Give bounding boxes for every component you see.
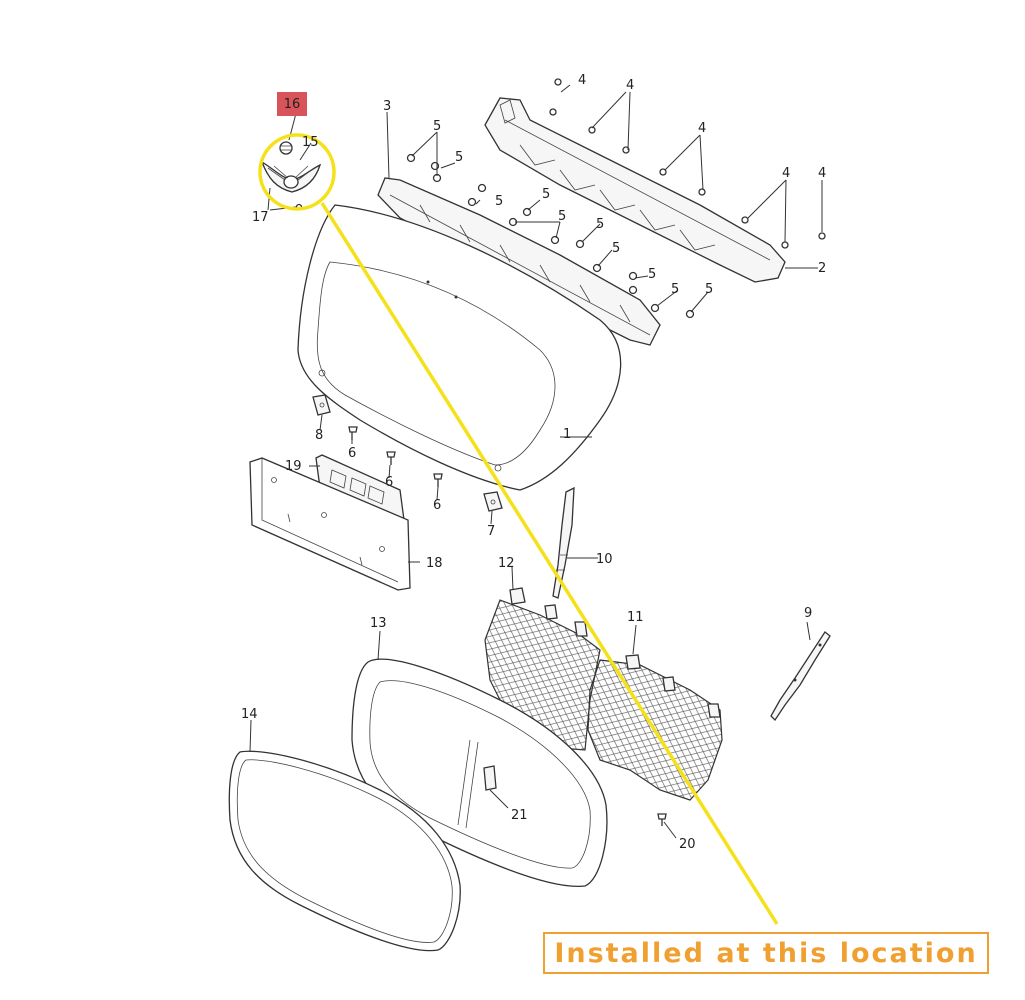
part-number-labels: 1 2 3 4 4 4 4 4 5 5 5 5 5 5 5 5 5 5 6 6 … <box>241 73 826 852</box>
label-part-7: 7 <box>487 524 495 539</box>
label-part-5g: 5 <box>612 241 620 256</box>
label-part-5d: 5 <box>542 187 550 202</box>
part-6-screws <box>348 426 443 487</box>
leader-lines <box>249 84 823 839</box>
fasteners-5 <box>406 153 695 319</box>
label-part-13: 13 <box>370 616 387 631</box>
label-part-8: 8 <box>315 428 323 443</box>
part-2-upper-rail <box>484 97 786 283</box>
label-part-10: 10 <box>596 552 613 567</box>
highlight-pointer-line <box>320 202 779 925</box>
label-part-4a: 4 <box>578 73 586 88</box>
label-part-14: 14 <box>241 707 258 722</box>
label-part-4d: 4 <box>782 166 790 181</box>
part-3-lower-rail <box>377 177 661 346</box>
label-part-12: 12 <box>498 556 515 571</box>
label-part-5h: 5 <box>648 267 656 282</box>
highlight-annotation <box>258 133 779 925</box>
label-part-20: 20 <box>679 837 696 852</box>
part-16-emblem-badge <box>279 141 293 155</box>
part-8-clip <box>312 394 331 416</box>
fasteners-4 <box>549 78 826 249</box>
label-part-11: 11 <box>627 610 644 625</box>
part-14-outer-surround <box>228 750 461 952</box>
label-part-5i: 5 <box>671 282 679 297</box>
label-part-9: 9 <box>804 606 812 621</box>
label-part-2: 2 <box>818 261 826 276</box>
label-part-3: 3 <box>383 99 391 114</box>
part-13-inner-frame <box>351 658 608 887</box>
part-21-clip <box>483 765 497 791</box>
label-part-1: 1 <box>563 427 571 442</box>
part-10-side-bracket <box>552 486 575 599</box>
part-9-side-bracket <box>770 631 831 722</box>
label-part-5j: 5 <box>705 282 713 297</box>
label-part-6c: 6 <box>433 498 441 513</box>
label-part-21: 21 <box>511 808 528 823</box>
part-1-grille-frame <box>297 204 622 491</box>
label-part-5f: 5 <box>596 217 604 232</box>
label-part-18: 18 <box>426 556 443 571</box>
part-15-wing-emblem <box>260 160 322 193</box>
label-part-17: 17 <box>252 210 269 225</box>
label-part-4b: 4 <box>626 78 634 93</box>
part-18-number-plate-base <box>249 457 411 591</box>
label-part-4e: 4 <box>818 166 826 181</box>
label-part-5c: 5 <box>495 194 503 209</box>
highlighted-part-badge: 16 <box>277 92 307 116</box>
part-7-clip <box>483 491 503 512</box>
installed-location-callout: Installed at this location <box>543 932 989 974</box>
label-part-5a: 5 <box>433 119 441 134</box>
label-part-4c: 4 <box>698 121 706 136</box>
label-part-15: 15 <box>302 135 319 150</box>
label-part-5b: 5 <box>455 150 463 165</box>
label-part-5e: 5 <box>558 209 566 224</box>
label-part-19: 19 <box>285 459 302 474</box>
highlight-circle <box>258 133 336 211</box>
part-20-screw <box>657 813 667 826</box>
label-part-6a: 6 <box>348 446 356 461</box>
label-part-6b: 6 <box>385 475 393 490</box>
